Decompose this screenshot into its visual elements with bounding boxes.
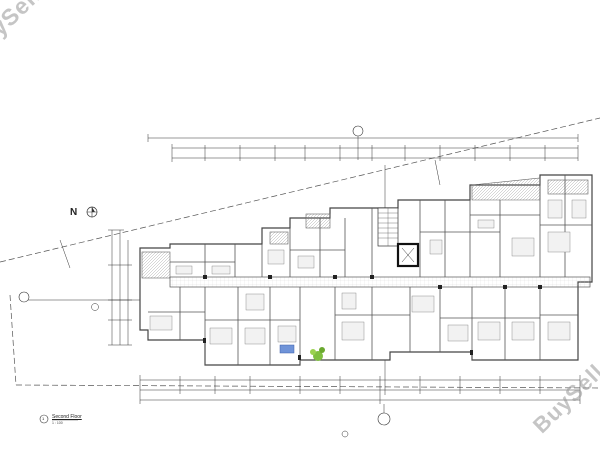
- structural-columns: [203, 275, 542, 360]
- elevator-icon: [396, 242, 420, 268]
- north-arrow-icon: [86, 206, 98, 218]
- north-label: N: [70, 207, 78, 218]
- bottom-dimension-lines: [139, 375, 581, 404]
- section-marker-bottom: [341, 404, 391, 438]
- drawing-title-symbol: [39, 414, 78, 424]
- stair-icon: [377, 207, 399, 247]
- section-marker-left: [18, 291, 148, 311]
- floor-title: Second Floor: [52, 414, 82, 420]
- balcony-areas: [141, 177, 589, 279]
- left-dimension-lines: [59, 229, 132, 346]
- corridor: [169, 276, 591, 288]
- site-boundary: [0, 117, 600, 389]
- furniture: [149, 199, 587, 345]
- scale-text: 1 : 100: [52, 421, 63, 425]
- floor-number: 1: [42, 416, 45, 421]
- plant-icon: [310, 347, 325, 361]
- section-marker-top: [352, 125, 364, 160]
- upper-room-walls: [170, 175, 592, 277]
- lower-room-walls: [148, 287, 578, 365]
- balcony-marker: [279, 344, 295, 354]
- top-dimension-lines: [147, 134, 579, 162]
